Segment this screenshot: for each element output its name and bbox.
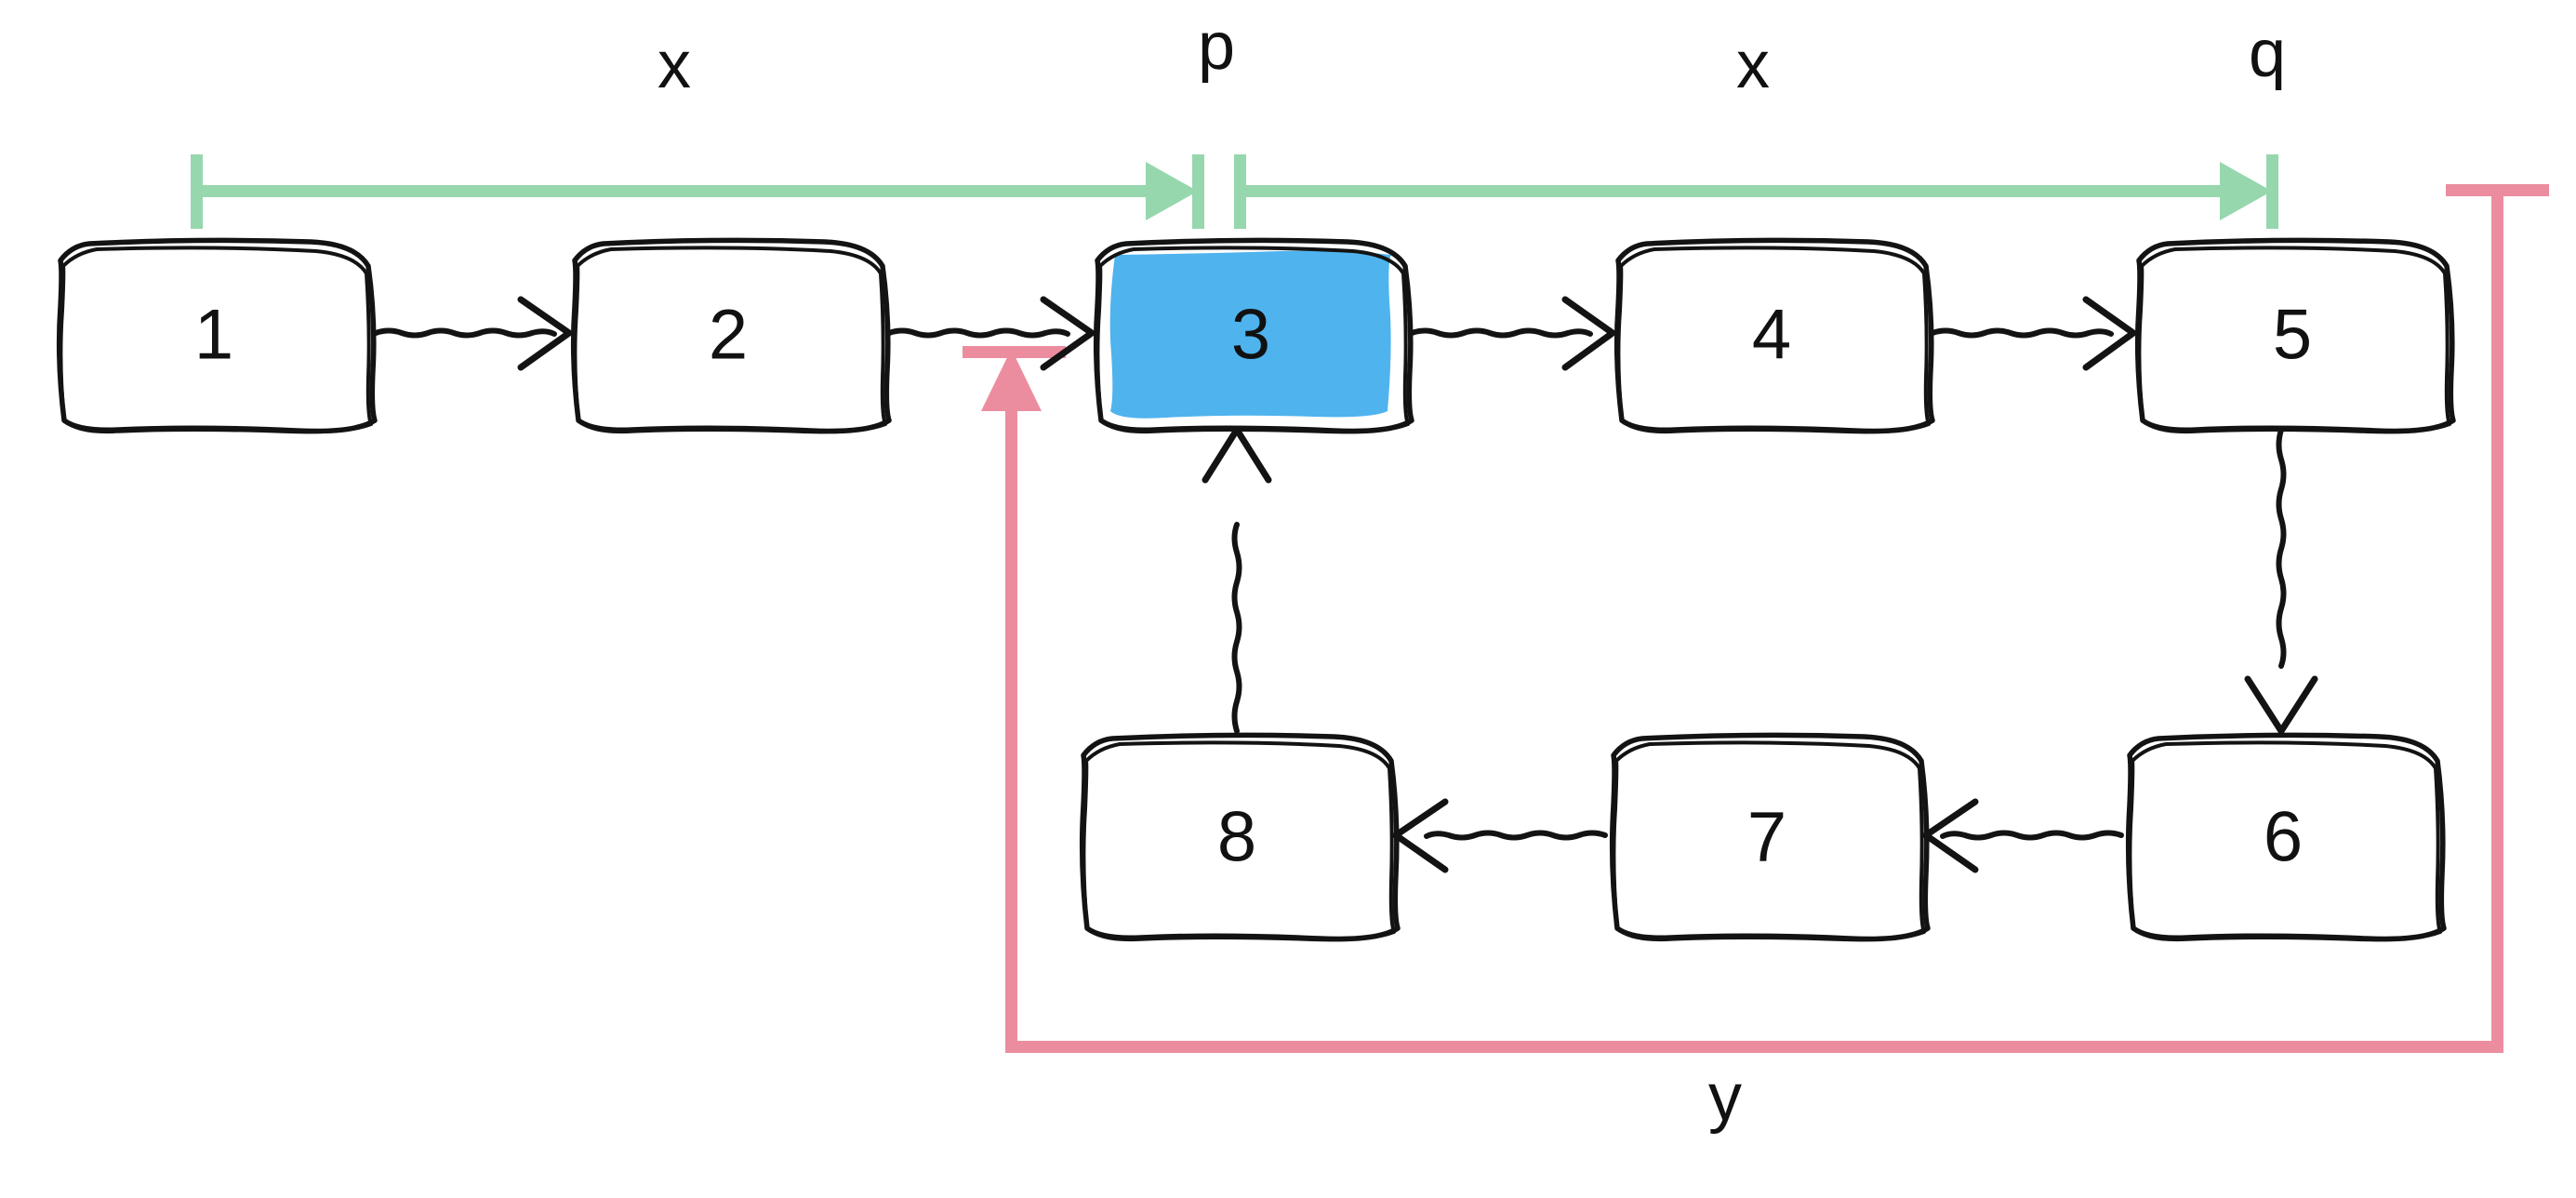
node-7[interactable]: 7 <box>1609 732 1931 942</box>
node-1-outline-b <box>59 246 373 434</box>
measure-y-arrowhead <box>981 349 1042 411</box>
edge-6-to-7 <box>1922 798 2124 873</box>
edge-3-to-4 <box>1409 296 1616 371</box>
measure-y-right-vertical <box>2491 190 2503 1053</box>
edge-1-to-2-line <box>373 327 557 339</box>
measure-y-left-vertical <box>1005 391 1017 1046</box>
measure-x-left-shaft <box>191 185 1181 197</box>
edge-5-to-6 <box>2244 427 2318 735</box>
measure-y-start-tick <box>2446 184 2549 196</box>
edge-1-to-2 <box>373 296 573 371</box>
edge-3-to-4-line <box>1409 327 1593 339</box>
node-6[interactable]: 6 <box>2125 732 2447 942</box>
edge-8-to-3-line <box>1231 522 1242 734</box>
edge-7-to-8-line <box>1424 830 1608 841</box>
node-8[interactable]: 8 <box>1079 732 1401 942</box>
measure-x-left-arrowhead <box>1146 162 1198 220</box>
edge-5-to-6-line <box>2276 427 2287 669</box>
edge-1-to-2-arrowhead <box>517 296 573 371</box>
edge-6-to-7-line <box>1940 830 2124 841</box>
measure-q-label: q <box>2249 17 2286 91</box>
node-2-outline-b <box>573 246 887 434</box>
measure-p-label: p <box>1198 9 1235 84</box>
node-4-label: 4 <box>1752 296 1791 375</box>
measure-x-right-arrowhead <box>2220 162 2272 220</box>
node-4[interactable]: 4 <box>1613 237 1935 434</box>
node-8-outline-b <box>1082 740 1396 942</box>
edge-2-to-3-line <box>886 327 1070 339</box>
edge-4-to-5-arrowhead <box>2082 296 2137 371</box>
edge-7-to-8 <box>1392 798 1608 873</box>
measure-x-left-end-tick <box>1192 154 1204 229</box>
node-6-outline-b <box>2128 740 2442 942</box>
edge-5-to-6-arrowhead <box>2244 675 2318 735</box>
measure-x-left <box>191 154 1204 229</box>
node-3-fill <box>1109 250 1391 419</box>
node-5-outline-b <box>2137 246 2451 434</box>
edge-8-to-3-arrowhead <box>1202 426 1272 484</box>
node-4-outline-b <box>1616 246 1931 434</box>
measure-y-label: y <box>1708 1060 1742 1135</box>
measure-y-bottom-shaft <box>1005 1041 2503 1053</box>
node-6-label: 6 <box>2264 798 2303 877</box>
node-7-label: 7 <box>1747 798 1786 877</box>
edge-4-to-5 <box>1930 296 2137 371</box>
node-3-label: 3 <box>1231 296 1270 375</box>
node-8-label: 8 <box>1217 798 1256 877</box>
edge-2-to-3 <box>886 296 1095 371</box>
node-2[interactable]: 2 <box>570 237 892 434</box>
measure-x-right-label: x <box>1736 28 1770 102</box>
node-2-label: 2 <box>709 296 748 375</box>
measure-q-tick <box>2266 154 2278 229</box>
measure-x-right <box>1234 154 2278 229</box>
edge-2-to-3-arrowhead <box>1040 296 1095 371</box>
node-3-outline-b <box>1095 246 1410 434</box>
node-7-outline-b <box>1612 740 1926 942</box>
node-5[interactable]: 5 <box>2134 237 2456 434</box>
measure-y-end-tick <box>963 346 1066 358</box>
node-1[interactable]: 1 <box>56 237 378 434</box>
edge-8-to-3 <box>1202 426 1272 734</box>
node-1-label: 1 <box>194 296 233 375</box>
measure-y <box>963 184 2549 1053</box>
measure-x-right-shaft <box>1234 185 2254 197</box>
edge-4-to-5-line <box>1930 327 2114 339</box>
edge-3-to-4-arrowhead <box>1561 296 1616 371</box>
node-5-label: 5 <box>2273 296 2312 375</box>
measure-x-left-label: x <box>657 28 691 102</box>
node-3[interactable]: 3 <box>1093 237 1414 434</box>
